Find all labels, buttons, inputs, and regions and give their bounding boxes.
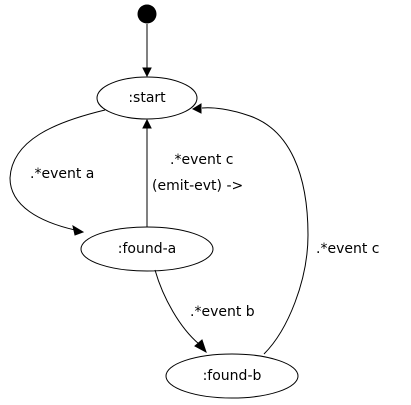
state-start: :start xyxy=(96,76,198,120)
state-start-label: :start xyxy=(128,90,166,106)
arrowhead-start-to-found-a xyxy=(72,224,85,236)
state-found-b: :found-b xyxy=(165,353,299,399)
edge-label-event-a: .*event a xyxy=(30,166,94,182)
state-found-a: :found-a xyxy=(80,226,214,272)
arrowhead-found-a-to-start xyxy=(142,118,152,129)
edge-start-to-found-a xyxy=(9,109,106,231)
state-found-a-label: :found-a xyxy=(118,241,176,257)
arrowhead-initial-to-start xyxy=(142,67,152,78)
state-found-b-label: :found-b xyxy=(203,368,262,384)
state-found-a-shape xyxy=(80,226,214,272)
edge-label-event-c-return: .*event c xyxy=(316,241,379,257)
edge-label-event-b: .*event b xyxy=(190,304,255,320)
edge-label-event-c-emit-line2: (emit-evt) -> xyxy=(152,178,243,194)
edge-found-a-to-found-b xyxy=(154,269,200,345)
arrowhead-found-b-to-start xyxy=(191,103,202,114)
arrowhead-found-a-to-found-b xyxy=(194,339,207,354)
initial-state-dot xyxy=(137,4,157,24)
edge-found-b-to-start xyxy=(201,107,309,355)
state-found-b-shape xyxy=(165,353,299,399)
edge-label-event-c-emit-line1: .*event c xyxy=(170,152,233,168)
